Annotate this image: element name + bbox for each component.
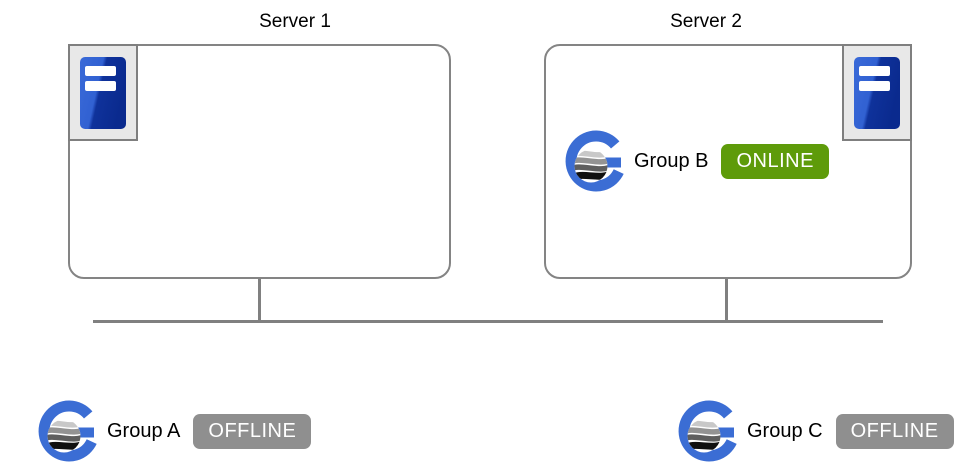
server-tower-icon [842,44,912,141]
group-name: Group C [747,419,823,442]
status-badge-offline: OFFLINE [835,413,954,449]
network-bus-line [93,320,883,323]
server2-connector-line [725,279,728,322]
globe-g-logo-icon [677,399,741,463]
status-badge-offline: OFFLINE [193,413,312,449]
status-badge-online: ONLINE [721,143,829,179]
server1-label: Server 1 [259,11,331,32]
group-name: Group B [634,149,709,172]
server1-connector-line [258,279,261,322]
group-b-row: Group B ONLINE [564,129,829,193]
group-a-row: Group A OFFLINE [37,399,312,463]
globe-g-logo-icon [564,129,628,193]
server2-label: Server 2 [670,11,742,32]
group-c-row: Group C OFFLINE [677,399,954,463]
globe-g-logo-icon [37,399,101,463]
server-tower-icon [68,44,138,141]
group-name: Group A [107,419,181,442]
